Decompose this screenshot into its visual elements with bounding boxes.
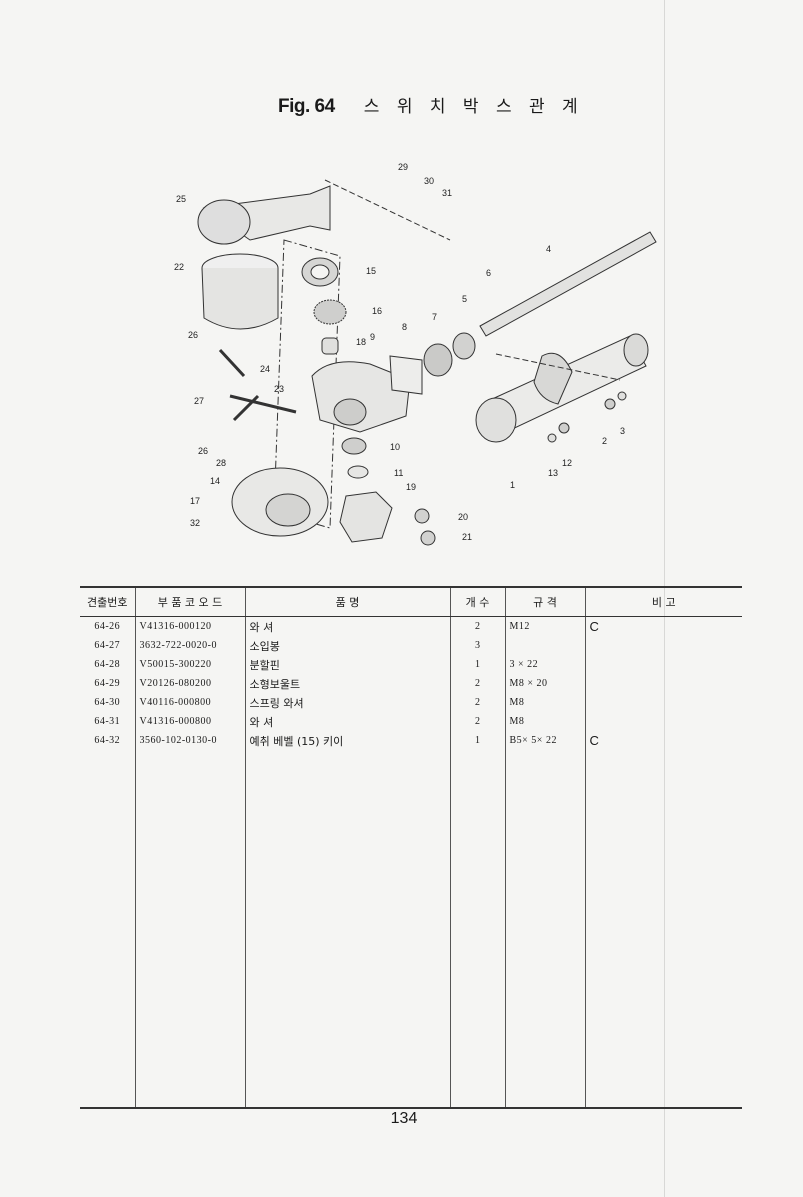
callout-8: 8	[402, 322, 407, 332]
callout-1: 1	[510, 480, 515, 490]
cell-ref-no: 64-26	[80, 616, 136, 636]
figure-caption: 스 위 치 박 스 관 계	[363, 97, 584, 117]
callout-10: 10	[390, 442, 400, 452]
cell-part-name: 스프링 와셔	[245, 693, 451, 712]
cell-quantity: 2	[450, 674, 506, 693]
cell-remark: C	[589, 619, 599, 634]
callout-26b: 26	[198, 446, 208, 456]
cell-quantity: 2	[450, 616, 506, 636]
table-row: 64-27 3632-722-0020-0 소입봉 3	[80, 636, 742, 655]
callout-22: 22	[174, 262, 184, 272]
cell-quantity: 2	[450, 693, 506, 712]
callout-5: 5	[462, 294, 467, 304]
callout-17: 17	[190, 496, 200, 506]
cell-ref-no: 64-27	[80, 636, 136, 655]
table-row: 64-29 V20126-080200 소형보울트 2 M8 × 20	[80, 674, 742, 693]
callout-32: 32	[190, 518, 200, 528]
cell-part-code: V20126-080200	[135, 674, 246, 693]
cell-part-name: 예취 베벨 (15) 키이	[245, 731, 451, 750]
cell-ref-no: 64-28	[80, 655, 136, 674]
callout-29: 29	[398, 162, 408, 172]
cell-ref-no: 64-31	[80, 712, 136, 731]
cell-part-name: 와 셔	[245, 616, 451, 636]
callout-14: 14	[210, 476, 220, 486]
callout-21: 21	[462, 532, 472, 542]
cell-remark	[585, 655, 742, 674]
callout-26a: 26	[188, 330, 198, 340]
cell-part-name: 소형보울트	[245, 674, 451, 693]
cell-remark	[585, 693, 742, 712]
callout-16: 16	[372, 306, 382, 316]
parts-list-table: 견출번호 부 품 코 오 드 품 명 개 수 규 격 비 고 64-26 V41…	[80, 586, 742, 1109]
callout-11: 11	[394, 468, 403, 478]
callout-4: 4	[546, 244, 551, 254]
cell-part-code: V41316-000800	[135, 712, 246, 731]
table-row: 64-26 V41316-000120 와 셔 2 M12 C	[80, 616, 742, 636]
callout-7: 7	[432, 312, 437, 322]
cell-spec	[505, 636, 586, 655]
callout-18: 18	[356, 337, 366, 347]
callout-27: 27	[194, 396, 204, 406]
table-row: 64-31 V41316-000800 와 셔 2 M8	[80, 712, 742, 731]
cell-spec: M8	[505, 712, 586, 731]
cell-remark	[585, 712, 742, 731]
callout-20: 20	[458, 512, 468, 522]
header-remark: 비 고	[585, 587, 742, 617]
cell-spec: 3 × 22	[505, 655, 586, 674]
callout-25: 25	[176, 194, 186, 204]
callout-28: 28	[216, 458, 226, 468]
cell-spec: M8 × 20	[505, 674, 586, 693]
cell-part-code: V50015-300220	[135, 655, 246, 674]
table-row: 64-28 V50015-300220 분할핀 1 3 × 22	[80, 655, 742, 674]
callout-6: 6	[486, 268, 491, 278]
header-ref-no: 견출번호	[80, 587, 136, 617]
cell-part-code: V40116-000800	[135, 693, 246, 712]
cell-quantity: 3	[450, 636, 506, 655]
header-spec: 규 격	[505, 587, 586, 617]
callout-3: 3	[620, 426, 625, 436]
callout-31: 31	[442, 188, 452, 198]
cell-spec: B5× 5× 22	[505, 731, 586, 750]
cell-ref-no: 64-32	[80, 731, 136, 750]
page-number: 134	[390, 1110, 418, 1127]
cell-part-name: 와 셔	[245, 712, 451, 731]
callout-2: 2	[602, 436, 607, 446]
cell-part-name: 소입봉	[245, 636, 451, 655]
cell-part-code: 3560-102-0130-0	[135, 731, 246, 750]
exploded-parts-diagram: 25 29 30 31 22 15 16 4 6 5 26 9 8 7 18 2…	[174, 162, 657, 546]
callout-12: 12	[562, 458, 572, 468]
figure-title: Fig. 64 스 위 치 박 스 관 계	[278, 92, 578, 122]
callout-23: 23	[274, 384, 284, 394]
cell-part-code: V41316-000120	[135, 616, 246, 636]
table-header-row: 견출번호 부 품 코 오 드 품 명 개 수 규 격 비 고	[80, 587, 742, 617]
cell-quantity: 2	[450, 712, 506, 731]
header-part-code: 부 품 코 오 드	[135, 587, 246, 617]
callout-15: 15	[366, 266, 376, 276]
callout-9: 9	[370, 332, 375, 342]
callout-19: 19	[406, 482, 416, 492]
cell-quantity: 1	[450, 731, 506, 750]
cell-remark: C	[589, 733, 599, 748]
header-quantity: 개 수	[450, 587, 506, 617]
cell-spec: M12	[505, 616, 586, 636]
cell-remark	[585, 636, 742, 655]
table-empty-space	[80, 750, 742, 1108]
table-row: 64-30 V40116-000800 스프링 와셔 2 M8	[80, 693, 742, 712]
cell-part-name: 분할핀	[245, 655, 451, 674]
cell-spec: M8	[505, 693, 586, 712]
figure-number: Fig. 64	[278, 96, 335, 117]
table-row: 64-32 3560-102-0130-0 예취 베벨 (15) 키이 1 B5…	[80, 731, 742, 750]
header-part-name: 품 명	[245, 587, 451, 617]
cell-quantity: 1	[450, 655, 506, 674]
cell-part-code: 3632-722-0020-0	[135, 636, 246, 655]
cell-ref-no: 64-29	[80, 674, 136, 693]
callout-13: 13	[548, 468, 558, 478]
cell-ref-no: 64-30	[80, 693, 136, 712]
callout-24: 24	[260, 364, 270, 374]
callout-30: 30	[424, 176, 434, 186]
cell-remark	[585, 674, 742, 693]
